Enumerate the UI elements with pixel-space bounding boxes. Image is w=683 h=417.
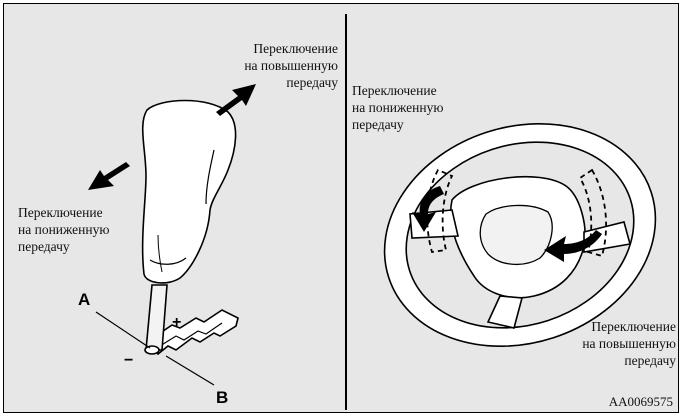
left-downshift-caption: Переключение на пониженную передачу: [18, 204, 158, 255]
caption-line: Переключение: [18, 204, 158, 221]
caption-line: передачу: [352, 116, 502, 133]
minus-mark: −: [124, 352, 133, 370]
downshift-arrow-icon: [88, 162, 130, 190]
label-b: B: [216, 388, 228, 408]
label-a-leader: [96, 312, 150, 348]
left-upshift-caption: Переключение на повышенную передачу: [200, 40, 338, 91]
label-b-leader: [166, 356, 214, 385]
caption-line: на пониженную: [18, 221, 158, 238]
right-upshift-caption: Переключение на повышенную передачу: [530, 318, 676, 369]
figure-code: AA0069575: [609, 394, 673, 410]
caption-line: на пониженную: [352, 99, 502, 116]
caption-line: на повышенную: [200, 57, 338, 74]
caption-line: передачу: [530, 352, 676, 369]
caption-line: на повышенную: [530, 335, 676, 352]
label-a: A: [78, 290, 90, 310]
plus-mark: +: [172, 314, 181, 332]
caption-line: Переключение: [530, 318, 676, 335]
right-downshift-caption: Переключение на пониженную передачу: [352, 82, 502, 133]
caption-line: передачу: [200, 74, 338, 91]
caption-line: Переключение: [352, 82, 502, 99]
caption-line: передачу: [18, 238, 158, 255]
caption-line: Переключение: [200, 40, 338, 57]
